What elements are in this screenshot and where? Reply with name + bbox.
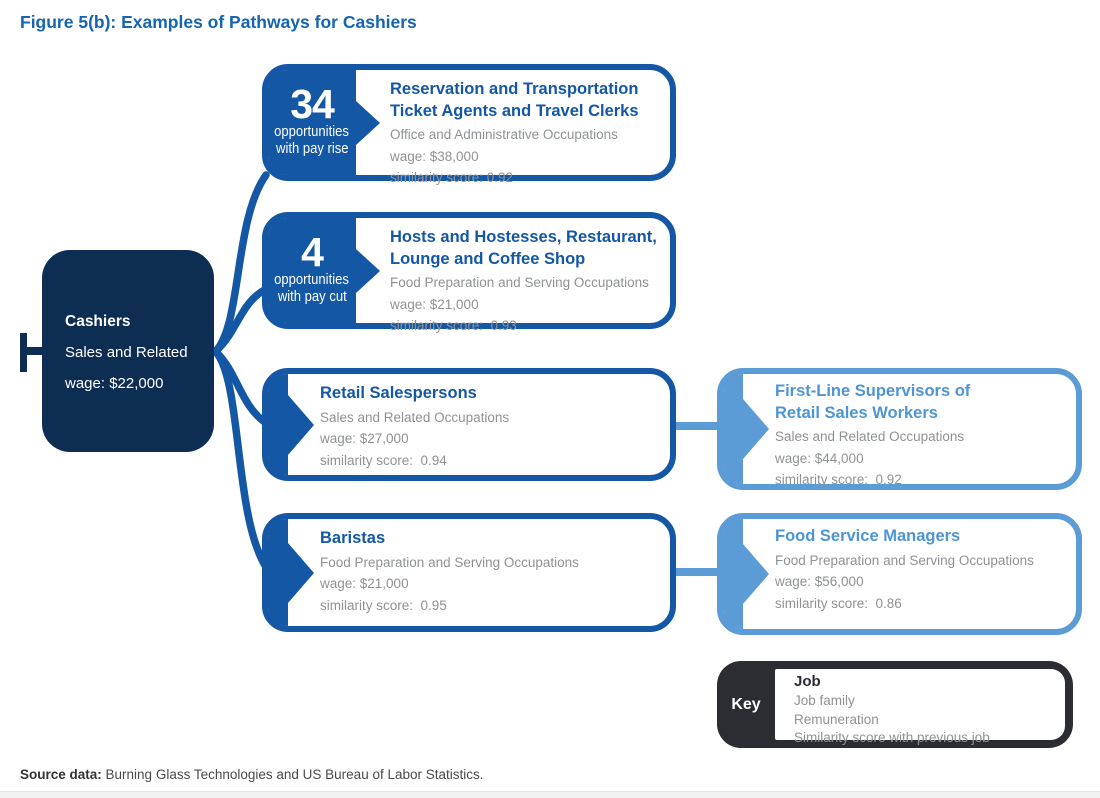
source-text: Burning Glass Technologies and US Bureau… xyxy=(101,767,484,782)
badge-line: with pay cut xyxy=(277,288,347,305)
job-title: Reservation and Transportation Ticket Ag… xyxy=(390,80,639,120)
job-family: Food Preparation and Serving Occupations xyxy=(775,552,1034,568)
opportunities-count: 34 xyxy=(290,81,335,127)
node-baristas: Baristas Food Preparation and Serving Oc… xyxy=(262,513,676,632)
key-label: Key xyxy=(731,695,761,713)
opportunities-count: 4 xyxy=(301,229,324,275)
job-similarity: similarity score: 0.86 xyxy=(775,595,902,611)
key-family-label: Job family xyxy=(794,693,855,708)
arrow-right-icon xyxy=(288,394,314,455)
job-family: Food Preparation and Serving Occupations xyxy=(390,275,649,290)
node-firstline-supervisors: First-Line Supervisors of Retail Sales W… xyxy=(717,368,1082,490)
job-title: Retail Salespersons xyxy=(320,384,477,402)
bottom-divider xyxy=(0,791,1100,798)
job-family: Food Preparation and Serving Occupations xyxy=(320,554,579,570)
job-title: Food Service Managers xyxy=(775,527,961,545)
node-retail-salespersons: Retail Salespersons Sales and Related Oc… xyxy=(262,368,676,481)
node-food-service-managers: Food Service Managers Food Preparation a… xyxy=(717,513,1082,635)
start-marker-cap xyxy=(20,333,27,372)
band xyxy=(723,519,743,629)
job-wage: wage: $38,000 xyxy=(390,148,479,164)
job-title: Cashiers xyxy=(65,313,131,330)
arrow-right-icon xyxy=(743,399,769,459)
job-wage: wage: $22,000 xyxy=(65,375,164,392)
job-similarity: similarity score: 0.93 xyxy=(390,318,517,333)
legend-key: Key Job Job family Remuneration Similari… xyxy=(717,661,1073,748)
badge-line: with pay rise xyxy=(275,140,349,157)
job-similarity: similarity score: 0.95 xyxy=(320,597,447,613)
start-marker-stub xyxy=(26,347,44,355)
connector-cashiers-to-baristas xyxy=(212,348,270,571)
connector-cashiers-to-hosts xyxy=(212,285,270,355)
badge-line: opportunities xyxy=(274,272,350,288)
job-wage: wage: $21,000 xyxy=(390,296,479,312)
source-note: Source data: Burning Glass Technologies … xyxy=(20,767,484,782)
job-title: First-Line Supervisors of Retail Sales W… xyxy=(775,382,971,422)
arrow-right-icon xyxy=(356,100,380,145)
job-similarity: similarity score: 0.92 xyxy=(775,472,902,487)
job-similarity: similarity score: 0.94 xyxy=(320,452,447,468)
job-family: Office and Administrative Occupations xyxy=(390,127,618,142)
connector-cashiers-to-reservation xyxy=(212,171,270,355)
key-panel: Job Job family Remuneration Similarity s… xyxy=(775,669,1065,745)
job-similarity: similarity score: 0.92 xyxy=(390,170,514,185)
badge-line: opportunities xyxy=(274,124,350,140)
band xyxy=(268,374,288,475)
key-similarity-label: Similarity score with previous job xyxy=(794,730,990,745)
opportunities-badge: 34 opportunities with pay rise xyxy=(268,70,356,175)
arrow-right-icon xyxy=(743,544,769,604)
job-family: Sales and Related Occupations xyxy=(775,429,965,444)
node-hosts-hostesses: 4 opportunities with pay cut Hosts and H… xyxy=(262,212,676,333)
job-wage: wage: $21,000 xyxy=(320,576,409,591)
job-wage: wage: $44,000 xyxy=(775,450,864,466)
node-cashiers: Cashiers Sales and Related wage: $22,000 xyxy=(42,250,214,452)
job-title: Hosts and Hostesses, Restaurant, Lounge … xyxy=(390,228,657,268)
arrow-right-icon xyxy=(288,542,314,603)
job-family: Sales and Related xyxy=(65,344,188,361)
key-job-label: Job xyxy=(794,673,821,690)
source-label: Source data: xyxy=(20,767,102,782)
figure-title: Figure 5(b): Examples of Pathways for Ca… xyxy=(20,12,417,32)
node-reservation-agents: 34 opportunities with pay rise Reservati… xyxy=(262,64,676,185)
opportunities-badge: 4 opportunities with pay cut xyxy=(268,218,356,323)
job-wage: wage: $27,000 xyxy=(320,431,409,446)
key-remuneration-label: Remuneration xyxy=(794,711,879,727)
arrow-right-icon xyxy=(356,248,380,293)
band xyxy=(723,374,743,484)
job-title: Baristas xyxy=(320,529,386,547)
job-family: Sales and Related Occupations xyxy=(320,409,510,425)
job-wage: wage: $56,000 xyxy=(775,574,864,589)
band xyxy=(268,519,288,626)
